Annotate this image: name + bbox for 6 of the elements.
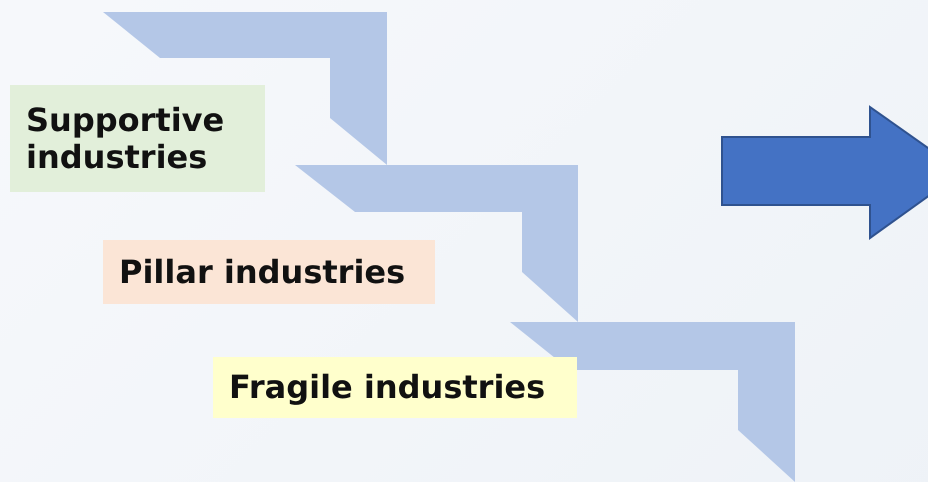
- label-box: [10, 85, 265, 192]
- industry-label: Supportive industries: [26, 102, 226, 176]
- label-box: [103, 240, 435, 304]
- label-box: [213, 357, 577, 418]
- industry-label: Fragile industries: [229, 369, 546, 406]
- industry-label: Pillar industries: [119, 254, 406, 290]
